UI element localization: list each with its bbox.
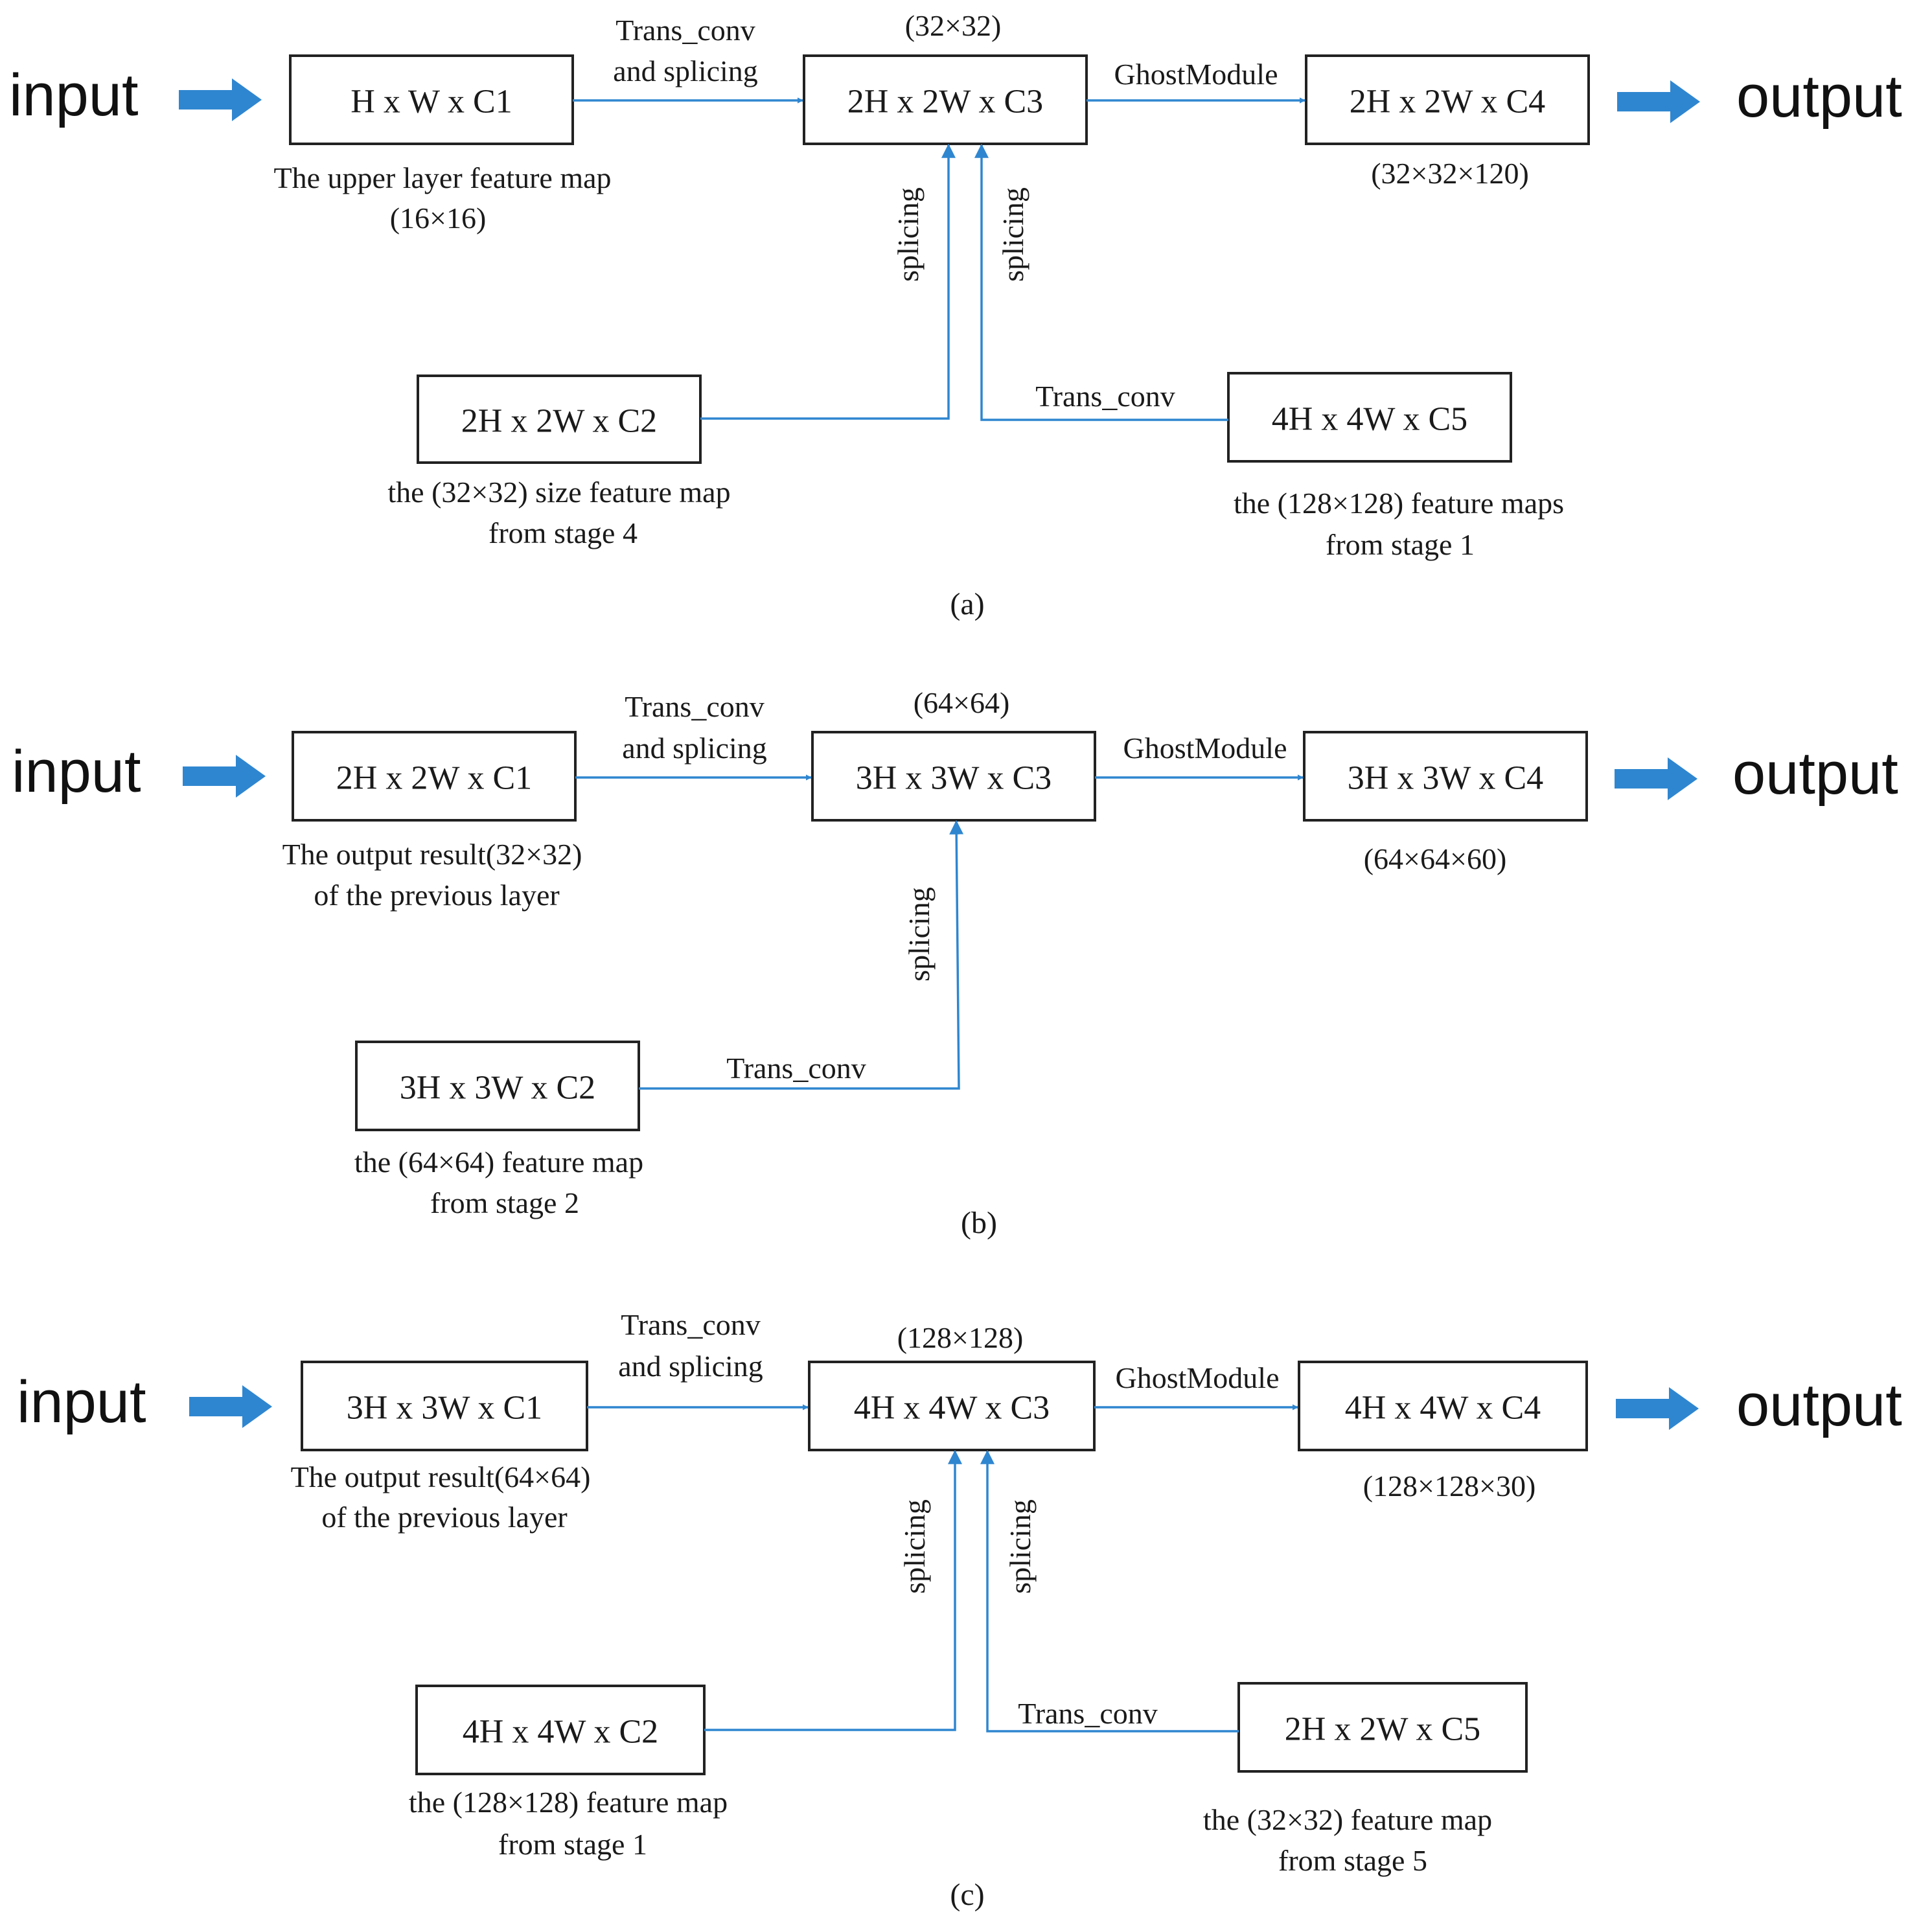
edge-label-ghostmodule: GhostModule [1114, 58, 1278, 91]
box-c1: 2H x 2W x C1 [292, 731, 577, 822]
edge-label-and-splicing: and splicing [618, 1350, 763, 1383]
c2-description-line1: the (128×128) feature map [409, 1786, 728, 1819]
box-c1: H x W x C1 [289, 54, 574, 145]
box-c4: 4H x 4W x C4 [1298, 1361, 1588, 1451]
svg-text:3H x 3W x C2: 3H x 3W x C2 [400, 1070, 595, 1107]
box-c2: 3H x 3W x C2 [355, 1041, 640, 1131]
box-c3: 3H x 3W x C3 [811, 731, 1096, 822]
panel-a: input H x W x C1 2H x 2W x C3 2H x 2W x … [9, 9, 1902, 621]
edge-label-trans-conv: Trans_conv [625, 690, 765, 723]
size-label-c3: (32×32) [905, 9, 1002, 42]
splice-label-right: splicing [1004, 1499, 1037, 1594]
c2-description-line2: from stage 4 [489, 516, 638, 549]
output-label: output [1736, 63, 1902, 130]
size-label-c3: (64×64) [914, 686, 1010, 719]
panel-c: input 3H x 3W x C1 4H x 4W x C3 4H x 4W … [17, 1308, 1902, 1912]
c4-size-label: (32×32×120) [1371, 157, 1529, 190]
svg-text:3H x 3W x C1: 3H x 3W x C1 [347, 1390, 542, 1427]
box-c2: 4H x 4W x C2 [415, 1685, 706, 1775]
svg-text:H x W x C1: H x W x C1 [351, 84, 512, 121]
box-c3: 4H x 4W x C3 [808, 1361, 1096, 1451]
svg-text:3H x 3W x C4: 3H x 3W x C4 [1348, 760, 1543, 797]
c1-description-line2: of the previous layer [321, 1501, 567, 1534]
c1-description-line1: The output result(32×32) [282, 838, 582, 871]
c2-description-line2: from stage 1 [498, 1828, 647, 1861]
panel-b: input 2H x 2W x C1 3H x 3W x C3 3H x 3W … [12, 686, 1898, 1240]
output-label: output [1736, 1372, 1902, 1438]
box-c3: 2H x 2W x C3 [803, 54, 1088, 145]
panel-caption: (c) [950, 1878, 984, 1912]
splice-label-left: splicing [891, 187, 925, 282]
svg-text:2H x 2W x C5: 2H x 2W x C5 [1285, 1711, 1480, 1748]
edge-label-and-splicing: and splicing [613, 54, 758, 87]
c4-size-label: (128×128×30) [1363, 1469, 1536, 1503]
edge-c5-to-c3 [980, 1449, 1239, 1733]
c2-description-line1: the (64×64) feature map [354, 1146, 643, 1179]
box-c1: 3H x 3W x C1 [301, 1361, 588, 1451]
box-c2: 2H x 2W x C2 [417, 374, 702, 464]
svg-text:4H x 4W x C4: 4H x 4W x C4 [1345, 1390, 1541, 1427]
edge-label-ghostmodule: GhostModule [1116, 1361, 1280, 1394]
splice-label-left: splicing [898, 1499, 931, 1594]
splice-label: splicing [903, 887, 936, 982]
edge-label-c5-trans-conv: Trans_conv [1035, 380, 1175, 413]
edge-c2-to-c3 [700, 143, 956, 420]
box-c4: 2H x 2W x C4 [1305, 54, 1590, 145]
edge-c5-to-c3 [974, 143, 1228, 421]
svg-text:2H x 2W x C3: 2H x 2W x C3 [847, 84, 1043, 121]
c2-description-line2: from stage 2 [430, 1186, 579, 1219]
box-c5: 4H x 4W x C5 [1227, 372, 1512, 463]
c1-description-line1: The upper layer feature map [273, 161, 611, 194]
thick-right-arrow-icon [183, 755, 266, 798]
edge-label-c2-trans-conv: Trans_conv [726, 1052, 866, 1085]
panel-caption: (b) [961, 1206, 997, 1240]
edge-label-ghostmodule: GhostModule [1123, 731, 1287, 765]
c1-description-line2: of the previous layer [314, 879, 559, 912]
svg-text:3H x 3W x C3: 3H x 3W x C3 [856, 760, 1052, 797]
c5-description-line2: from stage 1 [1326, 528, 1475, 561]
splice-label-right: splicing [996, 187, 1029, 282]
edge-c2-to-c3 [704, 1449, 962, 1731]
panel-caption: (a) [950, 587, 984, 621]
input-label: input [12, 739, 141, 805]
c5-description-line2: from stage 5 [1278, 1844, 1427, 1877]
box-c5: 2H x 2W x C5 [1237, 1682, 1528, 1773]
edge-label-trans-conv: Trans_conv [621, 1308, 761, 1341]
input-label: input [17, 1369, 146, 1435]
output-label: output [1732, 741, 1898, 807]
edge-label-c5-trans-conv: Trans_conv [1018, 1697, 1158, 1730]
thick-right-arrow-icon [1615, 757, 1697, 800]
c2-description-line1: the (32×32) size feature map [387, 476, 730, 509]
edge-c2-to-c3 [639, 820, 964, 1090]
c5-description-line1: the (32×32) feature map [1203, 1803, 1492, 1836]
size-label-c3: (128×128) [897, 1321, 1024, 1354]
c1-description-line2: (16×16) [390, 202, 487, 235]
svg-text:4H x 4W x C5: 4H x 4W x C5 [1272, 401, 1467, 438]
edge-label-trans-conv: Trans_conv [615, 14, 755, 47]
c5-description-line1: the (128×128) feature maps [1234, 487, 1564, 520]
edge-label-and-splicing: and splicing [622, 731, 767, 765]
thick-right-arrow-icon [1616, 1387, 1699, 1430]
c1-description-line1: The output result(64×64) [291, 1460, 591, 1493]
svg-text:4H x 4W x C2: 4H x 4W x C2 [463, 1714, 658, 1751]
c4-size-label: (64×64×60) [1364, 842, 1507, 875]
box-c4: 3H x 3W x C4 [1303, 731, 1588, 822]
thick-right-arrow-icon [1617, 80, 1700, 123]
input-label: input [9, 62, 139, 128]
svg-text:2H x 2W x C4: 2H x 2W x C4 [1350, 84, 1545, 121]
thick-right-arrow-icon [179, 78, 262, 121]
svg-text:4H x 4W x C3: 4H x 4W x C3 [854, 1390, 1050, 1427]
svg-text:2H x 2W x C2: 2H x 2W x C2 [461, 403, 657, 440]
svg-text:2H x 2W x C1: 2H x 2W x C1 [336, 760, 532, 797]
thick-right-arrow-icon [189, 1385, 272, 1428]
